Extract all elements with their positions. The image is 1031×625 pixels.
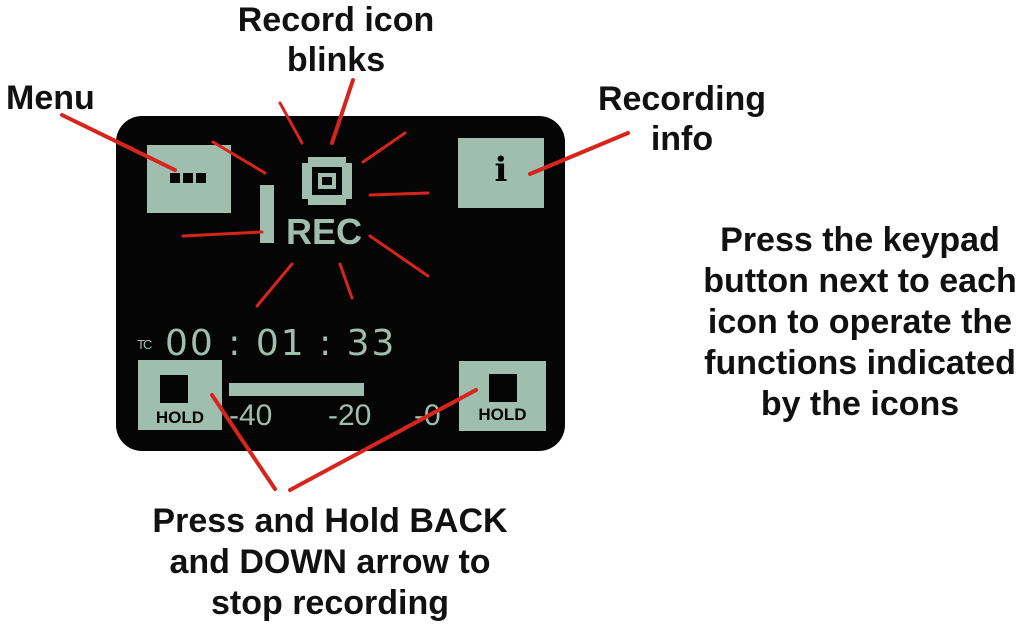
menu-callout: Menu xyxy=(6,79,95,117)
menu-button[interactable] xyxy=(147,145,231,213)
leader-menu xyxy=(60,113,177,172)
leader-hold-left xyxy=(210,393,277,491)
leader-info xyxy=(528,131,630,176)
leader-lines xyxy=(60,78,630,492)
leader-hold-right xyxy=(288,388,478,492)
meter-tick-20: -20 xyxy=(328,399,372,432)
info-icon: i xyxy=(494,150,508,190)
hold-down-button[interactable]: HOLD xyxy=(459,361,546,431)
meter-tick-40: -40 xyxy=(229,399,273,432)
timecode: 00 : 01 : 33 xyxy=(165,323,397,364)
hold-back-button[interactable]: HOLD xyxy=(138,360,222,430)
menu-icon xyxy=(170,173,206,183)
record-icon-callout: Record icon blinks xyxy=(237,1,435,79)
hold-label-right: HOLD xyxy=(478,405,527,424)
stop-icon xyxy=(489,374,517,402)
leader-record xyxy=(330,78,355,145)
hold-label-left: HOLD xyxy=(155,408,205,427)
timecode-prefix: TC xyxy=(137,337,152,352)
rec-label: REC xyxy=(286,211,363,252)
record-icon xyxy=(302,157,352,205)
level-bar xyxy=(260,185,274,243)
keypad-note: Press the keypad button next to each ico… xyxy=(703,221,1017,423)
hold-note: Press and Hold BACK and DOWN arrow to st… xyxy=(152,502,508,622)
blink-rays xyxy=(181,101,430,308)
meter-bar xyxy=(229,383,364,396)
recording-info-callout: Recording info xyxy=(597,80,767,158)
stop-icon xyxy=(160,375,188,403)
